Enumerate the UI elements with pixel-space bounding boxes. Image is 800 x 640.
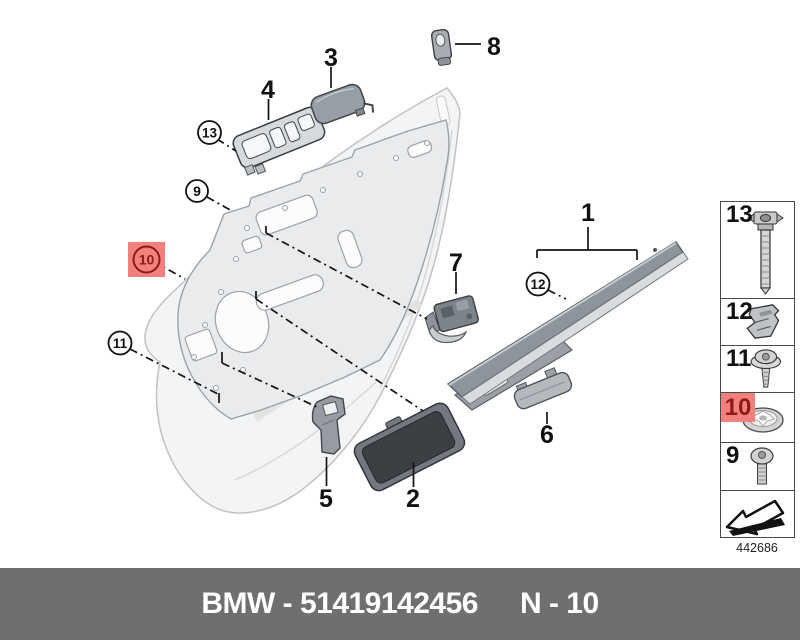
- callout-3[interactable]: 3: [324, 44, 338, 72]
- svg-text:7: 7: [449, 249, 463, 277]
- sidebar-item-12[interactable]: 12: [720, 298, 795, 346]
- svg-text:10: 10: [139, 252, 155, 268]
- exploded-parts-diagram: 1 2 3 4 5 6 7 8 9 11 12 13 10: [107, 28, 689, 514]
- svg-text:11: 11: [113, 336, 128, 351]
- callout-4[interactable]: 4: [261, 76, 275, 104]
- callout-6[interactable]: 6: [540, 421, 554, 449]
- sidebar-item-13[interactable]: 13: [720, 201, 795, 299]
- callout-5[interactable]: 5: [319, 485, 333, 513]
- spring-clip-icon: [746, 304, 780, 339]
- sidebar-item-9-label: 9: [726, 442, 740, 469]
- part-5-bracket-drawing: [311, 395, 346, 455]
- callout-9[interactable]: 9: [185, 179, 209, 203]
- part-7-door-opener-drawing: [424, 295, 479, 344]
- callout-10-highlighted[interactable]: 10: [128, 242, 165, 277]
- diagram-code: 442686: [736, 541, 778, 555]
- callout-1[interactable]: 1: [581, 199, 595, 227]
- svg-text:13: 13: [202, 126, 218, 141]
- svg-text:8: 8: [487, 33, 501, 61]
- callout-2[interactable]: 2: [406, 485, 420, 513]
- sidebar-item-10-label: 10: [721, 393, 755, 422]
- callout-11[interactable]: 11: [107, 330, 133, 356]
- callout-7[interactable]: 7: [449, 249, 463, 277]
- part-8-clip-drawing: [430, 28, 453, 66]
- part-1-trim-strip-drawing: [446, 241, 689, 411]
- sidebar-item-9[interactable]: 9: [720, 442, 795, 491]
- svg-text:6: 6: [540, 421, 554, 449]
- svg-text:12: 12: [530, 277, 545, 292]
- sidebar-item-10[interactable]: 10: [720, 392, 795, 443]
- part-4-switch-bezel-drawing: [232, 106, 326, 176]
- door-trim-panel-drawing: [144, 87, 461, 514]
- sidebar-item-12-label: 12: [726, 298, 753, 325]
- sidebar-item-arrow[interactable]: [720, 490, 795, 538]
- part-3-cover-drawing: [310, 83, 375, 125]
- footer-page-code: N - 10: [519, 587, 599, 620]
- svg-text:4: 4: [261, 76, 275, 104]
- svg-text:2: 2: [406, 485, 420, 513]
- footer-bar: BMW - 51419142456 N - 10: [0, 568, 800, 640]
- expansion-rivet-icon: [747, 211, 784, 295]
- direction-arrow-icon: [725, 499, 785, 536]
- svg-text:3: 3: [324, 44, 338, 72]
- callout-labels: 1 2 3 4 5 6 7 8 9 11 12 13 10: [107, 33, 595, 513]
- callout-8[interactable]: 8: [487, 33, 501, 61]
- svg-text:1: 1: [581, 199, 595, 227]
- svg-text:9: 9: [193, 183, 201, 199]
- leader-lines: [129, 43, 638, 487]
- sidebar-item-13-label: 13: [726, 201, 753, 228]
- sidebar-item-11[interactable]: 11: [720, 345, 795, 393]
- fastener-sidebar: 13 12 11 10: [720, 201, 795, 538]
- callout-13[interactable]: 13: [197, 120, 222, 145]
- part-2-speaker-grille-drawing: [353, 402, 466, 492]
- callout-12[interactable]: 12: [525, 271, 551, 297]
- part-6-cap-drawing: [513, 367, 573, 410]
- screw-with-washer-icon: [750, 349, 782, 388]
- footer-part-number: BMW - 51419142456: [201, 587, 478, 620]
- svg-text:5: 5: [319, 485, 333, 513]
- torx-screw-icon: [750, 447, 774, 485]
- sidebar-item-11-label: 11: [726, 345, 752, 372]
